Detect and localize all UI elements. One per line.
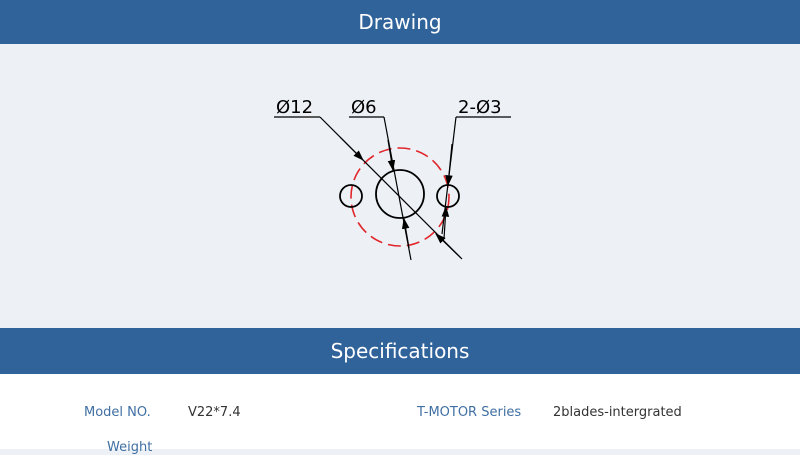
spec-label-tmotor-series: T-MOTOR Series	[417, 405, 522, 420]
dim-holes-label: 2-Ø3	[458, 97, 502, 118]
drawing-area: Ø12 Ø6 2-Ø3	[0, 44, 800, 328]
spec-value-model-no: V22*7.4	[188, 405, 241, 420]
spec-value-tmotor-series: 2blades-intergrated	[553, 405, 682, 420]
dim-center-label: Ø6	[351, 97, 377, 118]
spec-label-weight: Weight	[107, 440, 153, 455]
specifications-table: Model NO. V22*7.4 T-MOTOR Series 2blades…	[0, 374, 800, 455]
left-hole-circle	[339, 184, 363, 208]
dim-holes-arrow-bottom	[441, 205, 450, 240]
spec-label-model-no: Model NO.	[84, 405, 151, 420]
dim-center-arrow-bottom	[401, 217, 410, 249]
dim-outer-arrow-bottom	[435, 233, 463, 260]
dim-holes-arrow-top	[445, 143, 453, 187]
dim-outer-label: Ø12	[276, 97, 313, 118]
drawing-section-header: Drawing	[0, 0, 800, 44]
technical-drawing: Ø12 Ø6 2-Ø3	[274, 97, 511, 261]
center-hole-circle	[375, 169, 425, 219]
dim-center-arrow-top	[387, 139, 396, 172]
specifications-section-header: Specifications	[0, 328, 800, 374]
specifications-section-title: Specifications	[330, 339, 470, 363]
drawing-section-title: Drawing	[358, 10, 442, 34]
dim-outer-arrow-top	[339, 136, 364, 161]
outer-dashed-circle	[350, 147, 450, 247]
